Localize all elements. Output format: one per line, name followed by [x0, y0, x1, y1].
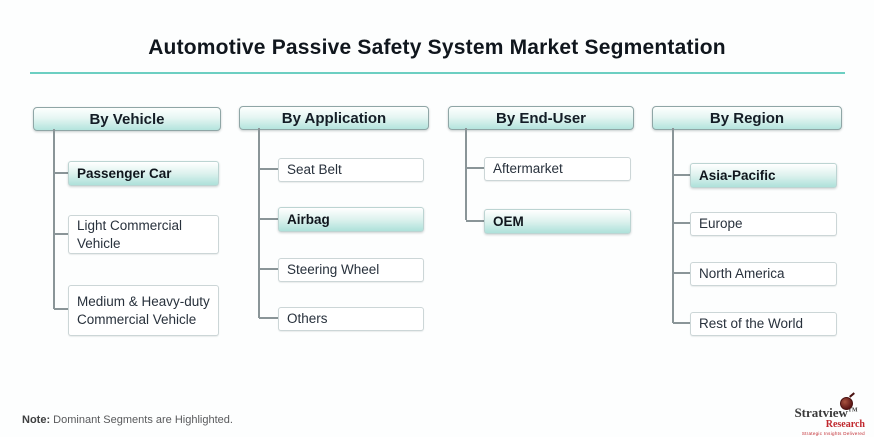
- column-header-by-vehicle: By Vehicle: [33, 107, 221, 131]
- connector-line: [259, 218, 278, 220]
- connector-line: [54, 308, 68, 310]
- column-header-by-end-user: By End-User: [448, 106, 634, 130]
- segment-rest-of-the-world: Rest of the World: [690, 312, 837, 336]
- connector-line: [54, 172, 68, 174]
- segment-airbag: Airbag: [278, 207, 424, 232]
- column-header-by-region: By Region: [652, 106, 842, 130]
- magnifier-globe-icon: [840, 397, 853, 410]
- footnote-text: Dominant Segments are Highlighted.: [50, 414, 233, 426]
- page-title: Automotive Passive Safety System Market …: [148, 36, 726, 59]
- segment-europe: Europe: [690, 212, 837, 236]
- trademark-symbol: TM: [847, 407, 858, 414]
- column-header-by-application: By Application: [239, 106, 429, 130]
- connector-line: [259, 168, 278, 170]
- connector-line: [673, 174, 690, 176]
- segment-oem: OEM: [484, 209, 631, 234]
- logo-subtitle: Research: [825, 419, 865, 430]
- segment-passenger-car: Passenger Car: [68, 161, 219, 186]
- footnote-label: Note:: [22, 414, 51, 426]
- logo-name: StratviewTM: [794, 405, 858, 420]
- segment-steering-wheel: Steering Wheel: [278, 258, 424, 282]
- connector-line: [466, 220, 484, 222]
- footnote: Note: Dominant Segments are Highlighted.: [22, 414, 233, 426]
- connector-line: [673, 222, 690, 224]
- segment-light-commercial-vehicle: Light Commercial Vehicle: [68, 215, 219, 254]
- connector-line: [466, 167, 484, 169]
- segment-medium-heavy-duty-commercial-vehicle: Medium & Heavy-duty Commercial Vehicle: [68, 285, 219, 336]
- segment-others: Others: [278, 307, 424, 331]
- connector-line: [465, 128, 467, 220]
- connector-line: [672, 128, 674, 323]
- segment-north-america: North America: [690, 262, 837, 286]
- stratview-research-logo: StratviewTM Research Strategic Insights …: [783, 397, 869, 437]
- title-divider-line: [30, 72, 845, 74]
- segment-aftermarket: Aftermarket: [484, 157, 631, 181]
- connector-line: [259, 317, 278, 319]
- connector-line: [259, 268, 278, 270]
- connector-line: [673, 272, 690, 274]
- logo-tagline: Strategic Insights Delivered: [801, 431, 865, 436]
- connector-line: [673, 322, 690, 324]
- segment-seat-belt: Seat Belt: [278, 158, 424, 182]
- segment-asia-pacific: Asia-Pacific: [690, 163, 837, 188]
- connector-line: [258, 128, 260, 318]
- connector-line: [53, 129, 55, 309]
- connector-line: [54, 233, 68, 235]
